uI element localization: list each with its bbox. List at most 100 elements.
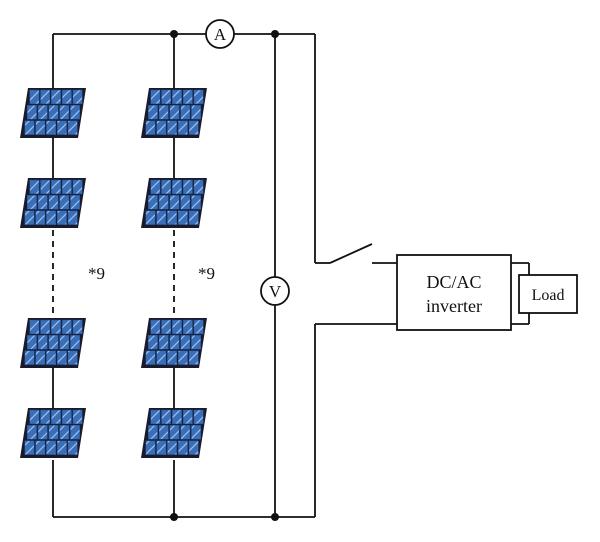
solar-cell <box>29 319 40 335</box>
solar-cell <box>169 335 180 350</box>
solar-cell <box>51 179 61 195</box>
solar-cell <box>61 409 72 425</box>
solar-cell <box>26 105 37 120</box>
solar-cell <box>37 425 48 440</box>
solar-cell <box>156 120 167 135</box>
solar-cell <box>59 425 70 440</box>
solar-cell <box>24 350 35 365</box>
solar-cell <box>169 195 180 210</box>
solar-cell <box>182 409 193 425</box>
solar-cell <box>72 409 83 425</box>
solar-cell <box>182 319 193 335</box>
solar-cell <box>35 120 46 135</box>
solar-cell <box>169 425 180 440</box>
solar-cell <box>37 335 48 350</box>
solar-cell <box>147 425 158 440</box>
solar-cell <box>26 195 37 210</box>
solar-cell <box>48 105 59 120</box>
solar-cell <box>67 440 78 455</box>
solar-cell <box>29 179 40 195</box>
junction-nodes <box>170 30 279 521</box>
solar-cell <box>172 319 182 335</box>
solar-cell <box>193 89 204 105</box>
solar-cell <box>167 120 178 135</box>
voltmeter-label: V <box>269 282 282 301</box>
solar-cell <box>158 425 169 440</box>
solar-cell <box>150 409 161 425</box>
solar-cell <box>70 105 81 120</box>
solar-cell <box>188 440 199 455</box>
solar-cell <box>182 179 193 195</box>
junction-node <box>271 513 279 521</box>
solar-cell <box>61 319 72 335</box>
solar-panel <box>20 318 86 368</box>
solar-cell <box>161 409 172 425</box>
solar-cell <box>156 440 167 455</box>
solar-cell <box>29 89 40 105</box>
solar-cell <box>156 210 167 225</box>
solar-cell <box>161 179 172 195</box>
wires <box>52 33 530 518</box>
solar-cell <box>188 350 199 365</box>
solar-cell <box>188 210 199 225</box>
solar-cell <box>158 105 169 120</box>
solar-cell <box>169 105 180 120</box>
solar-cell <box>188 120 199 135</box>
junction-node <box>271 30 279 38</box>
solar-cell <box>161 319 172 335</box>
inverter-label-line1: DC/AC <box>426 272 481 292</box>
junction-node <box>170 30 178 38</box>
solar-cell <box>51 89 61 105</box>
solar-cell <box>167 210 178 225</box>
solar-cell <box>37 195 48 210</box>
solar-cell <box>145 210 156 225</box>
solar-cell <box>156 350 167 365</box>
ammeter: A <box>205 19 235 49</box>
solar-cell <box>177 440 188 455</box>
switch-blade[interactable] <box>329 243 373 264</box>
solar-cell <box>70 425 81 440</box>
solar-cell <box>46 210 57 225</box>
string2-count-label: *9 <box>198 264 215 283</box>
solar-cell <box>24 120 35 135</box>
solar-cell <box>51 409 61 425</box>
solar-cell <box>56 350 67 365</box>
solar-cell <box>35 440 46 455</box>
solar-cell <box>158 335 169 350</box>
solar-cell <box>46 440 57 455</box>
solar-cell <box>177 350 188 365</box>
solar-cell <box>48 335 59 350</box>
solar-cell <box>56 440 67 455</box>
solar-cell <box>172 89 182 105</box>
inverter-box: DC/AC inverter <box>396 254 512 331</box>
solar-cell <box>180 335 191 350</box>
solar-cell <box>147 335 158 350</box>
solar-cell <box>56 210 67 225</box>
solar-cell <box>72 89 83 105</box>
solar-cell <box>29 409 40 425</box>
solar-cell <box>37 105 48 120</box>
solar-cell <box>167 440 178 455</box>
solar-cell <box>67 350 78 365</box>
solar-cell <box>61 89 72 105</box>
solar-cell <box>26 425 37 440</box>
inverter-label-line2: inverter <box>426 296 482 316</box>
solar-cell <box>40 319 51 335</box>
solar-cell <box>145 440 156 455</box>
string1-count-label: *9 <box>88 264 105 283</box>
solar-panel <box>141 318 207 368</box>
solar-cell <box>172 409 182 425</box>
solar-cell <box>59 105 70 120</box>
solar-cell <box>40 409 51 425</box>
solar-cell <box>191 195 202 210</box>
solar-cell <box>191 335 202 350</box>
solar-cell <box>180 425 191 440</box>
solar-cell <box>48 425 59 440</box>
solar-cell <box>193 409 204 425</box>
solar-cell <box>70 335 81 350</box>
solar-panel <box>141 88 207 138</box>
solar-cell <box>72 319 83 335</box>
voltmeter: V <box>260 276 290 306</box>
